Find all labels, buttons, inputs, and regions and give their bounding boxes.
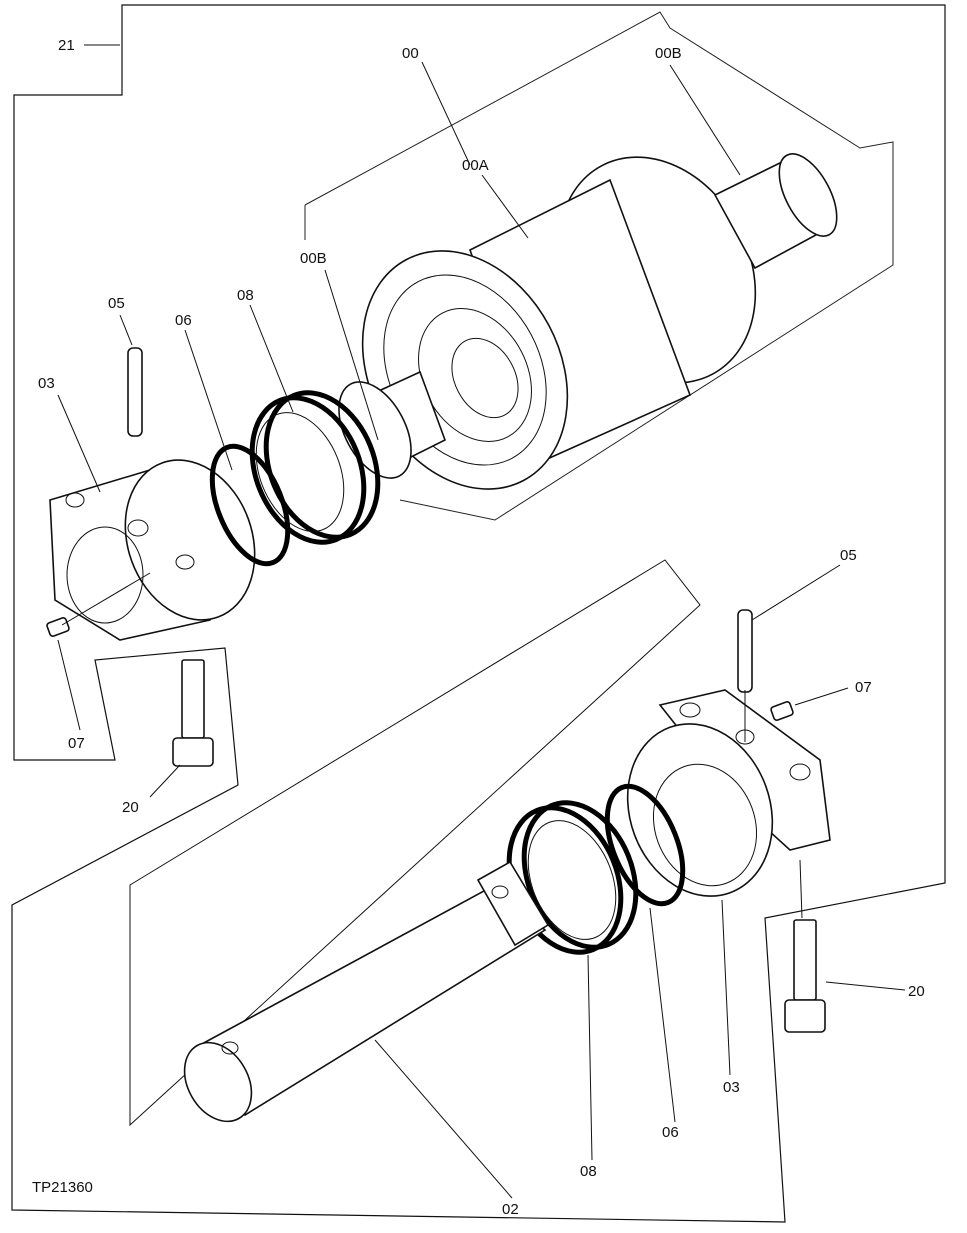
seal-left bbox=[249, 390, 381, 545]
label-screw-right: 20 bbox=[908, 983, 925, 1000]
collar-left bbox=[49, 459, 256, 641]
figure-id: TP21360 bbox=[32, 1179, 93, 1196]
assembly-outline bbox=[11, 4, 946, 1223]
label-assembly: 21 bbox=[58, 37, 75, 54]
label-plug-right: 07 bbox=[855, 679, 872, 696]
screw-right bbox=[784, 919, 826, 1033]
label-seal-right: 08 bbox=[580, 1163, 597, 1180]
label-collar-left: 03 bbox=[38, 375, 55, 392]
screw-left bbox=[172, 659, 214, 767]
label-oring-left: 06 bbox=[175, 312, 192, 329]
pin-right bbox=[737, 609, 753, 693]
plug-left bbox=[46, 617, 70, 637]
label-roller-body: 00A bbox=[462, 157, 489, 174]
shaft bbox=[183, 860, 550, 1123]
label-screw-left: 20 bbox=[122, 799, 139, 816]
leader-lines bbox=[57, 44, 906, 1199]
label-roller: 00 bbox=[402, 45, 419, 62]
label-roller-bushing-top: 00B bbox=[655, 45, 682, 62]
label-roller-bushing-left: 00B bbox=[300, 250, 327, 267]
oring-right bbox=[604, 783, 686, 907]
label-collar-right: 03 bbox=[723, 1079, 740, 1096]
label-oring-right: 06 bbox=[662, 1124, 679, 1141]
collar-right bbox=[626, 689, 831, 897]
label-seal-left: 08 bbox=[237, 287, 254, 304]
label-plug-left: 07 bbox=[68, 735, 85, 752]
label-pin-left: 05 bbox=[108, 295, 125, 312]
pin-left bbox=[127, 347, 143, 437]
label-shaft: 02 bbox=[502, 1201, 519, 1218]
roller-subassembly-outline bbox=[304, 11, 894, 521]
shaft-group-outline bbox=[129, 559, 701, 1127]
label-pin-right: 05 bbox=[840, 547, 857, 564]
roller bbox=[338, 153, 838, 490]
plug-right bbox=[770, 701, 794, 721]
